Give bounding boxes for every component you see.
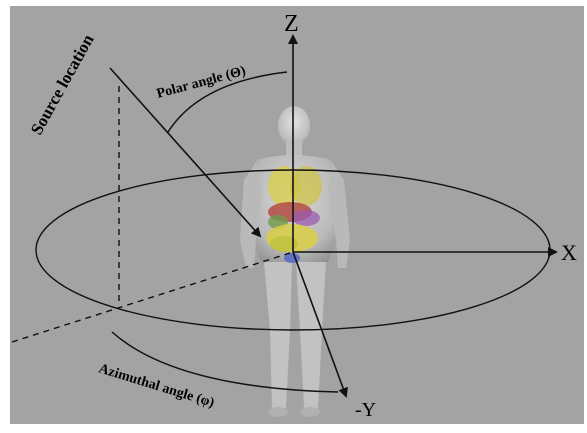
z-axis-label: Z	[284, 11, 299, 37]
neg-y-axis-label: -Y	[355, 399, 376, 421]
x-axis-label: X	[561, 240, 577, 265]
